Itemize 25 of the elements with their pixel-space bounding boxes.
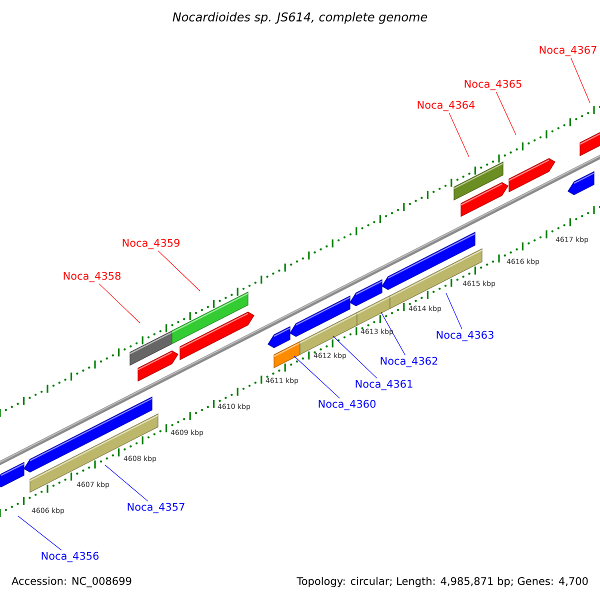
footer-text: Accession: NC_008699 (12, 576, 132, 588)
leader-line (446, 292, 462, 330)
gene-label: Noca_4360 (318, 400, 376, 410)
gene-label: Noca_4359 (122, 238, 180, 250)
gene-label: Noca_4363 (436, 330, 494, 342)
footer-text: Topology: circular; Length: 4,985,871 bp; Genes: 4,700 (296, 576, 588, 588)
gene-label: Noca_4362 (380, 356, 438, 368)
leader-line (332, 336, 378, 378)
gene-label: Noca_4367 (540, 46, 596, 56)
gene-label: Noca_4357 (128, 502, 184, 514)
leader-line (104, 464, 148, 502)
leader-line (448, 112, 470, 158)
leader-line (294, 356, 340, 398)
leader-line (570, 58, 590, 104)
gene-label: Noca_4364 (418, 100, 475, 112)
gene-label: Noca_4361 (356, 380, 412, 390)
leader-line (496, 92, 516, 136)
leader-line (18, 516, 62, 550)
leader-line (98, 284, 140, 324)
gene-label: Noca_4358 (64, 272, 120, 282)
title: Nocardioides sp. JS614, complete genome (172, 12, 428, 24)
leader-line (158, 250, 200, 292)
gene-label: Noca_4356 (42, 552, 99, 562)
leader-line (380, 312, 406, 356)
gene-label: Noca_4365 (464, 80, 522, 90)
